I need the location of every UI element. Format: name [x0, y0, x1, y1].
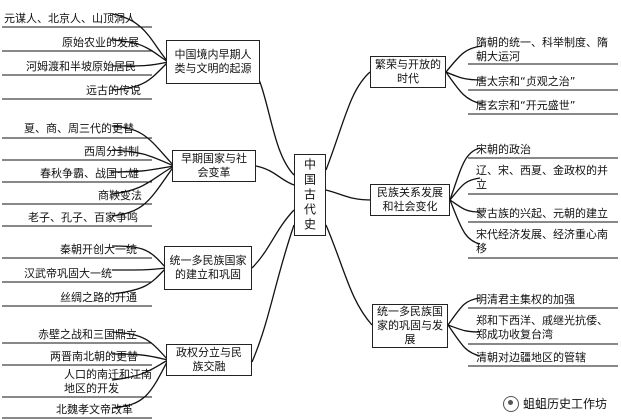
leaf-text: 老子、孔子、百家争鸣 [28, 211, 138, 224]
leaf-text: 西周分封制 [84, 145, 139, 158]
branch-regime-division: 政权分立与民族交融 [166, 344, 252, 376]
leaf-text: 汉武帝巩固大一统 [24, 267, 112, 280]
branch-early-civilization: 中国境内早期人类与文明的起源 [166, 40, 260, 84]
leaf-text: 丝绸之路的开通 [60, 291, 137, 304]
leaf-text: 蒙古族的兴起、元朝的建立 [476, 207, 608, 220]
leaf-text: 远古的传说 [86, 84, 141, 97]
leaf-text: 秦朝开创大一统 [60, 243, 137, 256]
branch-unified-state: 统一多民族国家的建立和巩固 [164, 246, 252, 290]
center-topic: 中国古代史 [294, 154, 326, 236]
leaf-text: 郑和下西洋、戚继光抗倭、郑成功收复台湾 [476, 314, 608, 341]
leaf-text: 两晋南北朝的更替 [50, 350, 138, 363]
leaf-text: 河姆渡和半坡原始居民 [26, 60, 136, 73]
leaf-text: 春秋争霸、战国七雄 [40, 167, 139, 180]
leaf-text: 元谋人、北京人、山顶洞人 [4, 12, 136, 25]
leaf-text: 夏、商、周三代的更替 [24, 122, 134, 135]
leaf-text: 唐太宗和“贞观之治” [476, 75, 576, 88]
leaf-text: 明清君主集权的加强 [476, 293, 575, 306]
branch-early-states: 早期国家与社会变革 [172, 150, 256, 182]
leaf-text: 赤壁之战和三国鼎立 [38, 328, 137, 341]
leaf-text: 原始农业的发展 [62, 36, 139, 49]
wechat-icon [502, 395, 519, 412]
branch-ethnic-relations: 民族关系发展和社会变化 [370, 184, 450, 216]
leaf-text: 宋朝的政治 [476, 143, 531, 156]
leaf-text: 人口的南迁和江南地区的开发 [64, 368, 152, 395]
leaf-text: 辽、宋、西夏、金政权的并立 [476, 164, 608, 191]
branch-prosperity: 繁荣与开放的时代 [370, 56, 446, 88]
branch-consolidation: 统一多民族国家的巩固与发展 [372, 304, 448, 348]
watermark: 蛆蛆历史工作坊 [502, 395, 607, 412]
leaf-text: 隋朝的统一、科举制度、隋朝大运河 [476, 36, 608, 63]
leaf-text: 宋代经济发展、经济重心南移 [476, 228, 608, 255]
watermark-text: 蛆蛆历史工作坊 [522, 397, 607, 411]
leaf-text: 商鞅变法 [98, 189, 142, 202]
leaf-text: 北魏孝文帝改革 [56, 403, 133, 416]
leaf-text: 唐玄宗和“开元盛世” [476, 99, 576, 112]
leaf-text: 清朝对边疆地区的管辖 [476, 351, 586, 364]
